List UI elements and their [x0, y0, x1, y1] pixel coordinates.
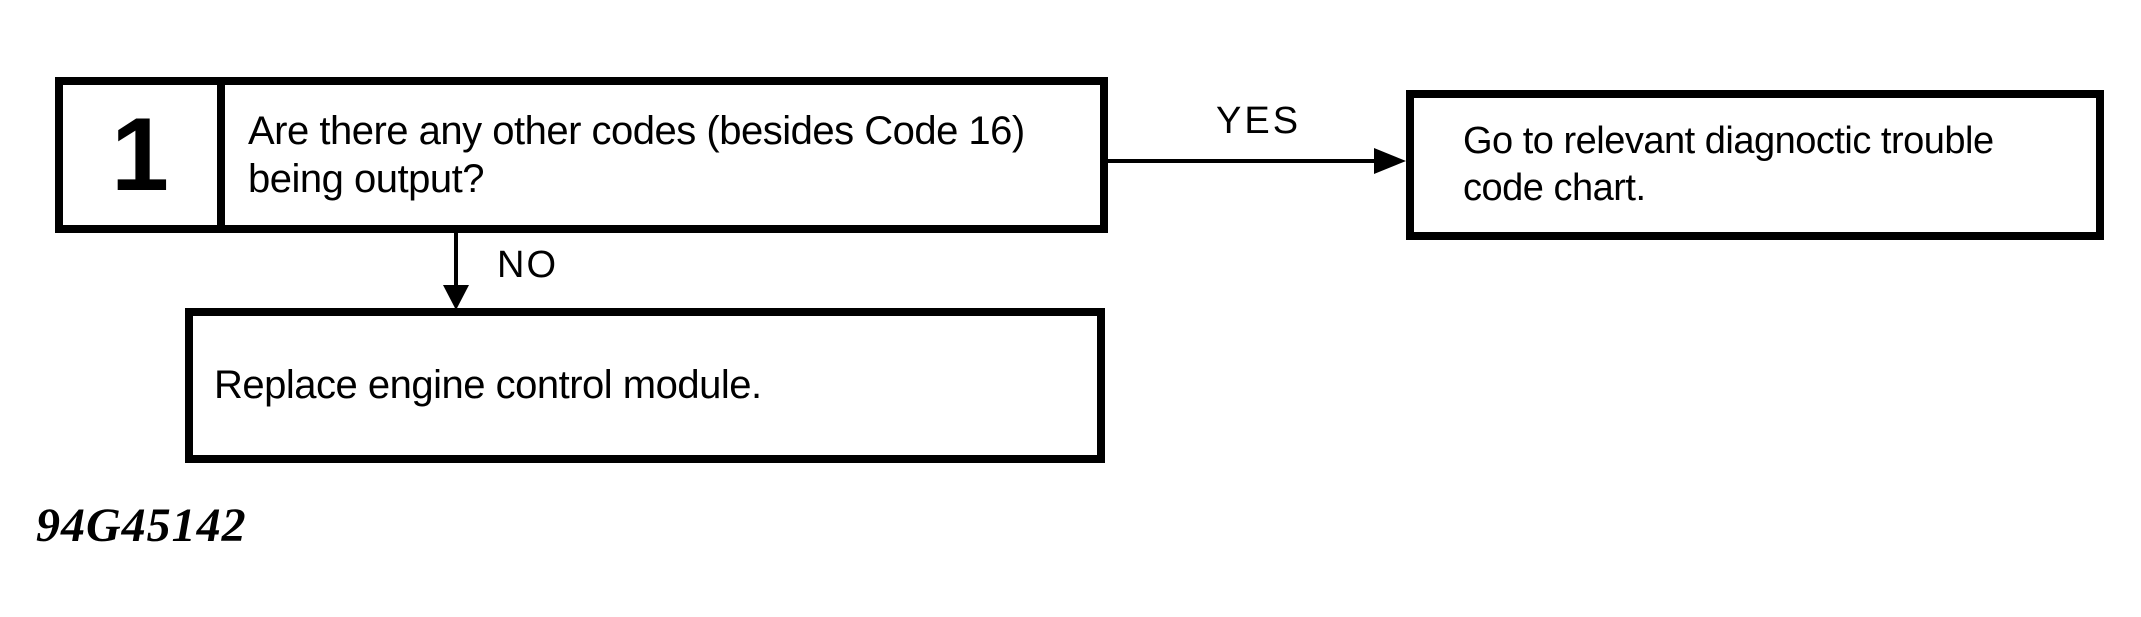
yes-result-line-2: code chart.	[1463, 167, 1646, 209]
yes-result-box: Go to relevant diagnoctic trouble code c…	[1406, 90, 2104, 240]
no-result-text: Replace engine control module.	[214, 363, 762, 407]
step-number-cell: 1	[63, 85, 225, 225]
no-arrowhead-icon	[443, 285, 469, 310]
question-line-1: Are there any other codes (besides Code …	[248, 109, 1025, 153]
step-number: 1	[111, 97, 169, 213]
yes-arrowhead-icon	[1374, 148, 1406, 174]
no-label: NO	[497, 244, 558, 286]
question-text: Are there any other codes (besides Code …	[225, 85, 1100, 225]
figure-id: 94G45142	[36, 499, 247, 552]
yes-arrow-shaft	[1108, 159, 1378, 163]
step-box: 1 Are there any other codes (besides Cod…	[55, 77, 1108, 233]
yes-result-line-1: Go to relevant diagnoctic trouble	[1463, 120, 1994, 162]
no-arrow-shaft	[454, 233, 458, 289]
question-line-2: being output?	[248, 157, 484, 201]
yes-label: YES	[1216, 100, 1302, 142]
no-result-box: Replace engine control module.	[185, 308, 1105, 463]
